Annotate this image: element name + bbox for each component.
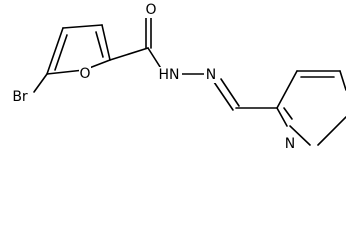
bond-furan-c3-c2-inner: [95, 31, 104, 58]
furan-oxygen-label-bg: [79, 66, 91, 82]
bond-furan-c3-c2: [101, 24, 111, 61]
bonds: [33, 17, 346, 146]
bromine-label: Br: [12, 89, 28, 105]
bond-pyr-n-c2: [276, 107, 288, 127]
carbonyl-oxygen-label-bg: [144, 2, 158, 18]
hydrazide-nh-label-bg: [156, 67, 182, 83]
bond-pyr-c4-c5: [339, 70, 346, 91]
bond-pyr-c2-c3: [276, 70, 298, 109]
bond-n-ch-2: [220, 78, 240, 107]
bond-pyr-c6-n: [289, 125, 311, 146]
bond-furan-c4-c3: [62, 24, 103, 29]
bromine-label-bg: [9, 89, 31, 105]
molecule-structure: Br O O HN N N: [9, 2, 346, 152]
pyridine-nitrogen-label: N: [285, 136, 295, 152]
pyridine-nitrogen-label-bg: [283, 136, 297, 152]
bond-n-ch-1: [213, 81, 234, 111]
bond-furan-c5-c4: [46, 27, 64, 75]
bond-furan-c5-c4-inner: [54, 34, 68, 71]
bond-pyr-n-c2-inner: [283, 107, 293, 120]
bond-pyr-c5-c6: [317, 116, 346, 146]
hydrazide-nh-label: HN: [159, 67, 180, 83]
carbonyl-oxygen-label: O: [145, 2, 156, 18]
imine-nitrogen-label: N: [206, 67, 216, 83]
bond-carbonyl-nh: [147, 47, 163, 71]
imine-nitrogen-label-bg: [204, 67, 218, 83]
bond-furan-o-c5: [46, 69, 85, 75]
atom-labels: Br O O HN N N: [9, 2, 297, 152]
bond-c2-carbonyl: [109, 47, 149, 61]
bond-c5-br: [33, 73, 48, 93]
furan-oxygen-label: O: [79, 66, 90, 82]
